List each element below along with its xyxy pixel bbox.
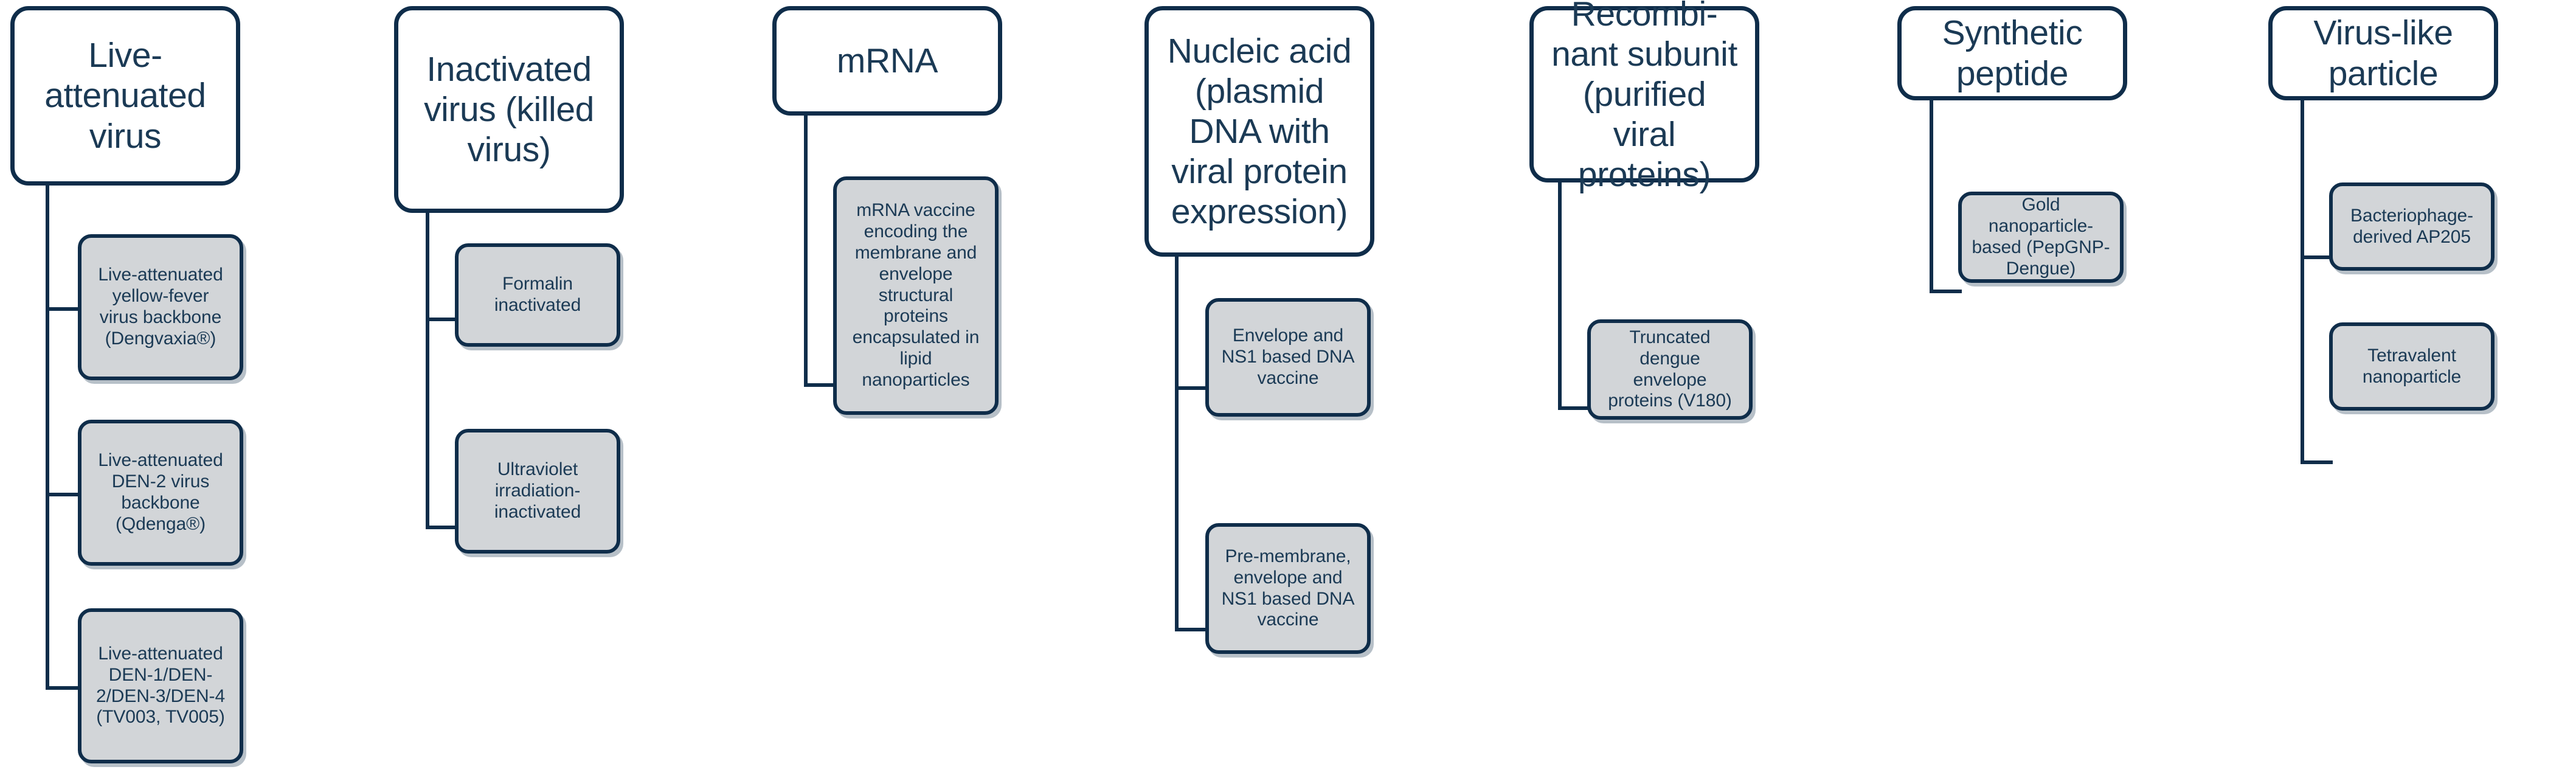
connector-elbow-la-yellow-fever	[46, 307, 81, 311]
leaf-node-e-ns1-dna[interactable]: Envelope and NS1 based DNA vaccine	[1205, 298, 1371, 417]
root-node-nucleic-acid[interactable]: Nucleic acid (plasmid DNA with viral pro…	[1144, 6, 1374, 257]
connector-elbow-mrna-lnp	[804, 383, 837, 387]
connector-elbow-tetravalent-nanoparticle	[2301, 460, 2333, 464]
leaf-node-uv-inactivated[interactable]: Ultraviolet irradiation- inactivated	[455, 429, 620, 554]
leaf-node-formalin-inactivated[interactable]: Formalin inactivated	[455, 243, 620, 347]
leaf-node-la-tetravalent[interactable]: Live-attenuated DEN-1/DEN- 2/DEN-3/DEN-4…	[78, 608, 243, 763]
connector-trunk-nucleic-acid	[1175, 257, 1179, 631]
connector-elbow-e-ns1-dna	[1175, 386, 1209, 390]
root-node-live-attenuated-virus[interactable]: Live- attenuated virus	[10, 6, 240, 186]
leaf-node-ap205[interactable]: Bacteriophage- derived AP205	[2329, 182, 2495, 271]
connector-trunk-synthetic-peptide	[1930, 100, 1933, 293]
leaf-node-la-den2[interactable]: Live-attenuated DEN-2 virus backbone (Qd…	[78, 420, 243, 566]
connector-trunk-live-attenuated-virus	[46, 186, 49, 690]
root-node-mrna[interactable]: mRNA	[772, 6, 1002, 116]
leaf-node-tetravalent-nanoparticle[interactable]: Tetravalent nanoparticle	[2329, 322, 2495, 411]
root-node-virus-like-particle[interactable]: Virus-like particle	[2268, 6, 2498, 100]
connector-elbow-pepgnp-dengue	[1930, 290, 1962, 293]
connector-elbow-la-tetravalent	[46, 686, 81, 690]
connector-elbow-la-den2	[46, 493, 81, 496]
leaf-node-prm-e-ns1-dna[interactable]: Pre-membrane, envelope and NS1 based DNA…	[1205, 523, 1371, 654]
connector-trunk-recombinant-subunit	[1558, 182, 1562, 410]
leaf-node-mrna-lnp[interactable]: mRNA vaccine encoding the membrane and e…	[833, 176, 999, 415]
connector-trunk-inactivated-virus	[426, 213, 429, 529]
connector-elbow-uv-inactivated	[426, 526, 459, 529]
connector-elbow-v180	[1558, 406, 1591, 410]
connector-elbow-formalin-inactivated	[426, 318, 459, 321]
root-node-inactivated-virus[interactable]: Inactivated virus (killed virus)	[394, 6, 624, 213]
root-node-synthetic-peptide[interactable]: Synthetic peptide	[1897, 6, 2127, 100]
connector-elbow-ap205	[2301, 255, 2333, 259]
leaf-node-pepgnp-dengue[interactable]: Gold nanoparticle- based (PepGNP- Dengue…	[1958, 192, 2124, 283]
connector-trunk-mrna	[804, 116, 808, 387]
connector-elbow-prm-e-ns1-dna	[1175, 628, 1209, 631]
leaf-node-v180[interactable]: Truncated dengue envelope proteins (V180…	[1587, 319, 1753, 420]
connector-trunk-virus-like-particle	[2301, 100, 2304, 464]
leaf-node-la-yellow-fever[interactable]: Live-attenuated yellow-fever virus backb…	[78, 234, 243, 380]
root-node-recombinant-subunit[interactable]: Recombi- nant subunit (purified viral pr…	[1529, 0, 1759, 194]
